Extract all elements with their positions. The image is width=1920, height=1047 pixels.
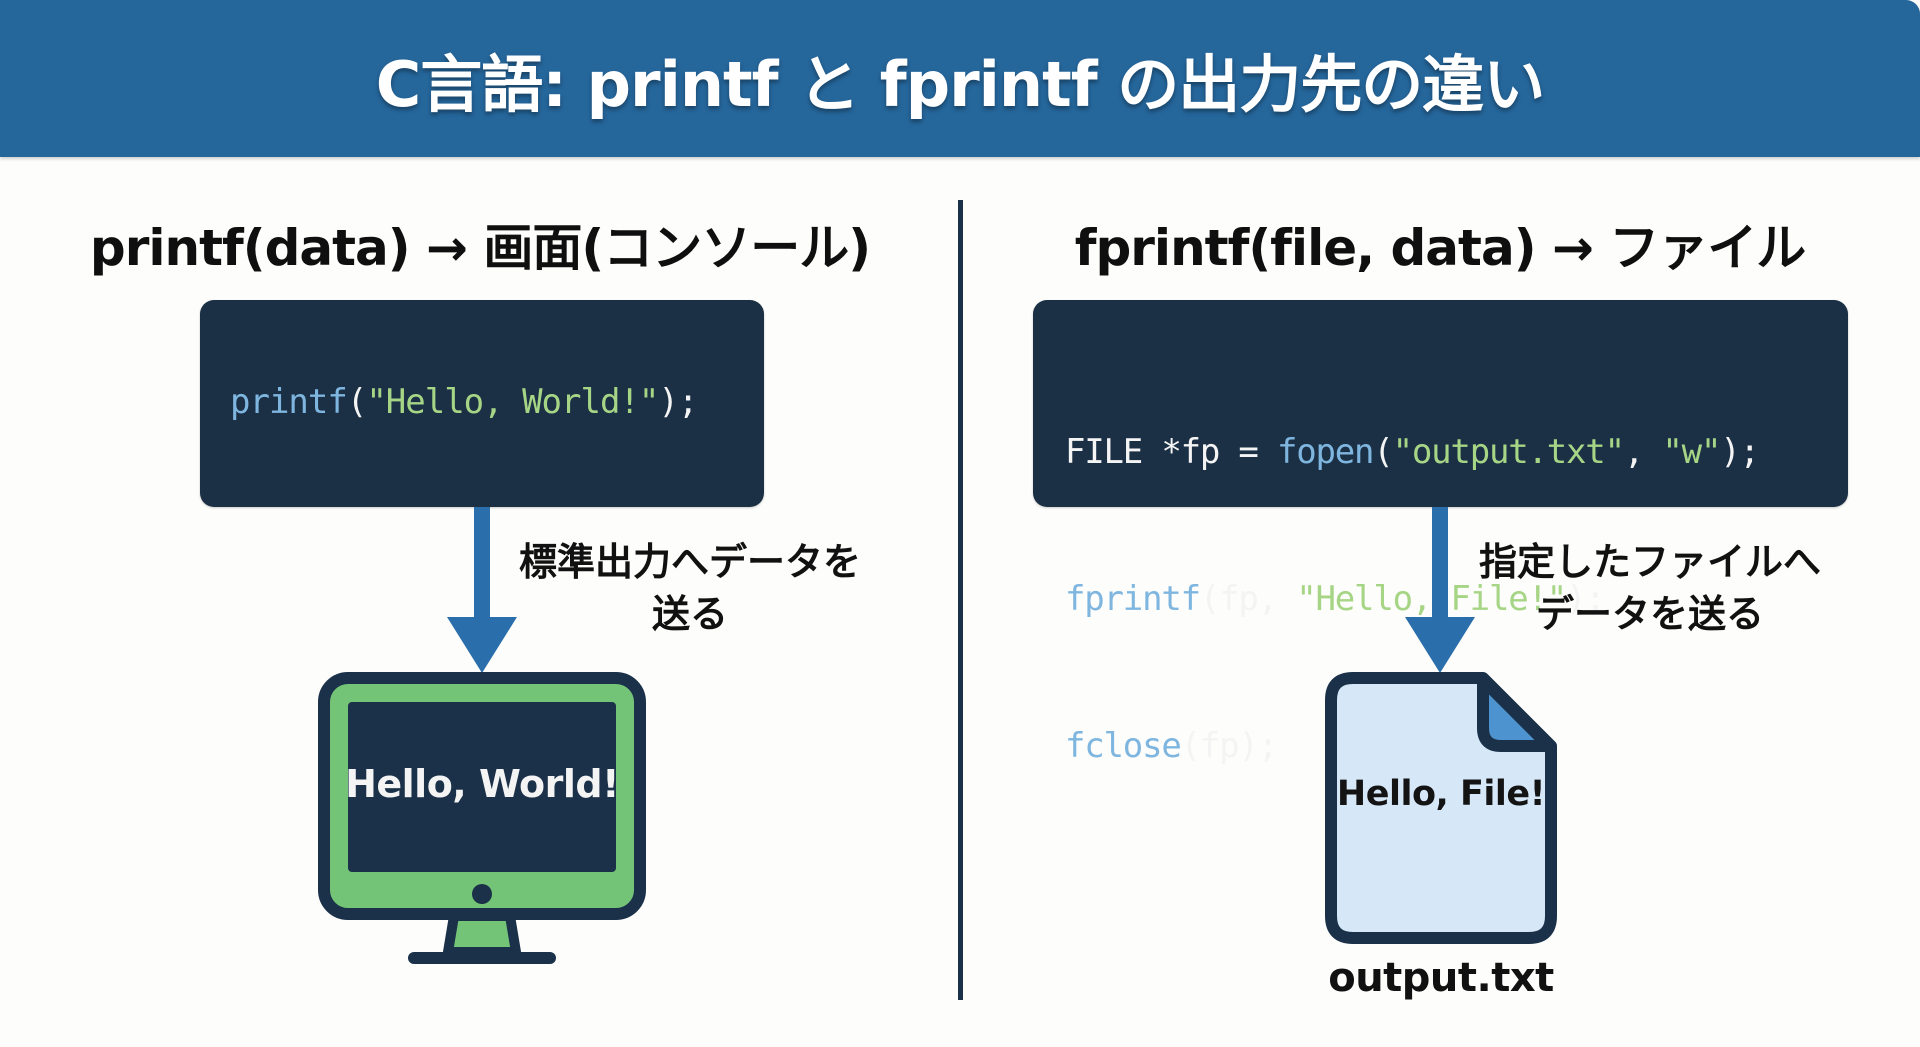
code-lines: FILE *fp = fopen("output.txt", "w"); fpr…: [1065, 330, 1760, 869]
fprintf-heading: fprintf(file, data) → ファイル: [1074, 219, 1807, 277]
arrow-shaft: [1432, 507, 1448, 619]
file-flow-label: 指定したファイルへ データを送る: [1450, 536, 1850, 640]
code-token: ,: [1623, 432, 1663, 472]
file-corner-fold: [1477, 674, 1555, 752]
printf-code-block: printf("Hello, World!");: [200, 300, 764, 507]
code-token: );: [658, 382, 698, 422]
code-line: fprintf(fp, "Hello, File!");: [1065, 575, 1759, 624]
arrow-head: [447, 617, 517, 673]
flow-label-line: 指定したファイルへ: [1478, 540, 1821, 584]
code-token: (: [1373, 432, 1393, 472]
code-function-token: fopen: [1276, 432, 1375, 472]
code-function-token: fclose: [1065, 726, 1182, 766]
code-token: (: [346, 382, 368, 422]
fprintf-code-block: FILE *fp = fopen("output.txt", "w"); fpr…: [1033, 300, 1848, 766]
code-token: (fp,: [1199, 579, 1297, 619]
monitor-screen: [348, 702, 616, 872]
flow-label-line: 標準出力へデータを: [518, 540, 861, 584]
file-name-label: output.txt: [1328, 955, 1554, 1001]
code-line: fclose(fp);: [1065, 722, 1759, 771]
screen-output-text: Hello, World!: [345, 762, 619, 806]
flow-label-line: データを送る: [1535, 592, 1764, 636]
code-token: );: [1566, 579, 1606, 619]
printf-heading: printf(data) → 画面(コンソール): [89, 219, 871, 277]
file-icon: [1325, 672, 1557, 944]
header-banner: C言語: printf と fprintf の出力先の違い: [0, 0, 1920, 157]
code-token: );: [1720, 432, 1760, 472]
code-token: (fp);: [1180, 726, 1279, 766]
code-string-token: "w": [1662, 432, 1721, 472]
panel-divider: [958, 200, 963, 1000]
file-content-text: Hello, File!: [1336, 774, 1546, 814]
arrow-down-icon: [447, 507, 517, 673]
arrow-shaft: [474, 507, 490, 619]
page-title: C言語: printf と fprintf の出力先の違い: [375, 48, 1546, 121]
monitor-icon: [318, 672, 646, 964]
code-string-token: "output.txt": [1392, 432, 1625, 472]
code-function-token: printf: [230, 382, 348, 422]
flow-label-line: 送る: [651, 592, 728, 636]
arrow-down-icon: [1405, 507, 1475, 673]
code-token: FILE *fp =: [1065, 432, 1277, 472]
code-line: printf("Hello, World!");: [230, 378, 698, 427]
code-string-token: "Hello, World!": [366, 382, 659, 422]
stdout-flow-label: 標準出力へデータを 送る: [500, 536, 880, 640]
monitor-stand: [443, 911, 521, 957]
code-function-token: fprintf: [1065, 579, 1201, 619]
monitor-power-dot: [472, 884, 492, 904]
code-line: FILE *fp = fopen("output.txt", "w");: [1065, 428, 1760, 477]
code-string-token: "Hello, File!": [1296, 579, 1567, 619]
arrow-head: [1405, 617, 1475, 673]
